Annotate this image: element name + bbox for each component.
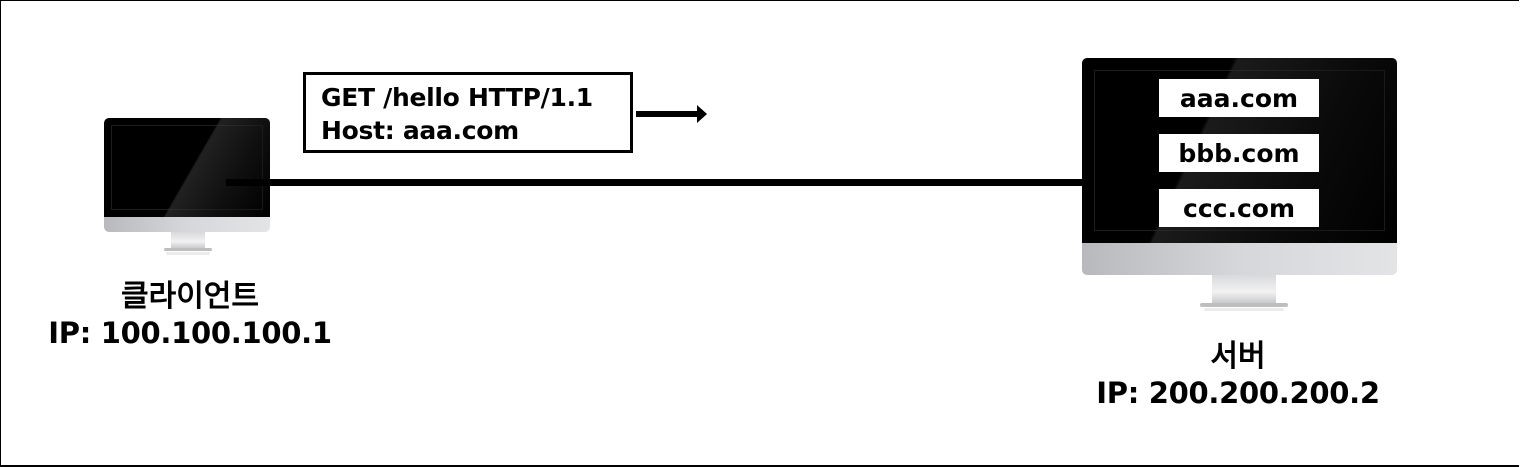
arrow-head-icon	[697, 105, 707, 123]
server-name: 서버	[1210, 339, 1266, 374]
client-wire-start	[226, 179, 270, 186]
client-ip: IP: 100.100.100.1	[48, 316, 332, 350]
host-label: ccc.com	[1183, 193, 1295, 223]
server-ip: IP: 200.200.200.2	[1096, 376, 1380, 410]
http-request-message: GET /hello HTTP/1.1 Host: aaa.com	[303, 72, 633, 153]
request-line: GET /hello HTTP/1.1	[321, 83, 593, 112]
network-connection-line	[226, 179, 1092, 186]
virtual-host-aaa: aaa.com	[1159, 79, 1319, 117]
host-header-line: Host: aaa.com	[321, 116, 519, 145]
client-name: 클라이언트	[121, 279, 259, 314]
virtual-host-ccc: ccc.com	[1159, 189, 1319, 227]
host-label: bbb.com	[1178, 138, 1300, 168]
host-label: aaa.com	[1179, 83, 1299, 113]
client-label: 클라이언트 IP: 100.100.100.1	[40, 279, 340, 351]
client-monitor-icon	[104, 118, 270, 256]
arrow-right-icon	[636, 111, 698, 117]
server-label: 서버 IP: 200.200.200.2	[1088, 339, 1388, 411]
virtual-host-bbb: bbb.com	[1159, 134, 1319, 172]
server-wire-end	[1082, 179, 1094, 186]
